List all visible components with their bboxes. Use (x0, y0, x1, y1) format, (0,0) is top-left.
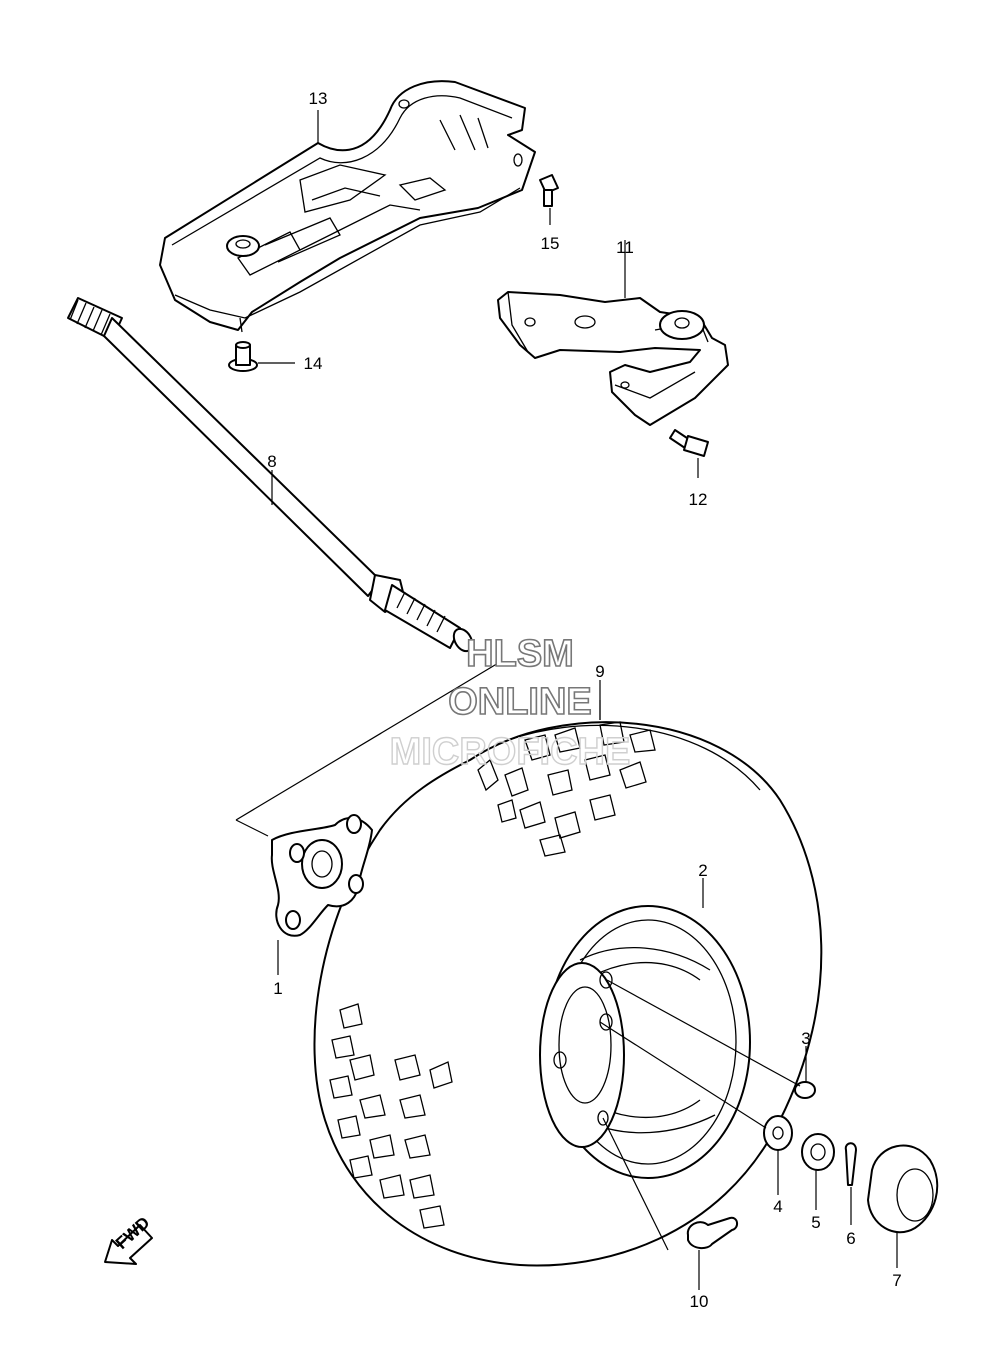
callout-8: 8 (267, 452, 276, 471)
washer-4 (599, 1021, 793, 1195)
valve-10 (602, 1117, 738, 1290)
fwd-arrow: FWD (104, 1213, 153, 1265)
callout-2: 2 (698, 861, 707, 880)
callout-4: 4 (773, 1197, 782, 1216)
bracket-11 (497, 240, 729, 426)
watermark: HLSM ONLINE MICROFICHE (389, 632, 631, 774)
nut-3 (606, 979, 816, 1099)
callout-7: 7 (892, 1271, 901, 1290)
bolt-15 (539, 174, 559, 225)
axle-shaft-8 (67, 297, 474, 653)
callout-13: 13 (309, 89, 328, 108)
watermark-line-2: ONLINE (448, 681, 592, 723)
callout-9: 9 (595, 662, 604, 681)
callout-1: 1 (273, 979, 282, 998)
callout-10: 10 (690, 1292, 709, 1311)
callout-11: 11 (616, 238, 634, 257)
bolt-14 (228, 341, 295, 372)
watermark-line-1: HLSM (466, 633, 574, 675)
callout-3: 3 (801, 1029, 810, 1048)
callouts: 1 2 3 4 5 6 7 8 9 10 11 12 13 14 15 (267, 89, 901, 1311)
hub-1 (270, 814, 373, 975)
castle-nut-5 (801, 1133, 835, 1210)
callout-6: 6 (846, 1229, 855, 1248)
callout-12: 12 (689, 490, 708, 509)
bolt-12 (669, 429, 709, 478)
wheel-rim-2 (539, 878, 751, 1179)
callout-14: 14 (304, 354, 323, 373)
cotter-pin-6 (844, 1142, 857, 1225)
watermark-line-3: MICROFICHE (390, 731, 631, 773)
skid-plate-13 (159, 80, 536, 333)
callout-15: 15 (541, 234, 560, 253)
cap-7 (867, 1144, 939, 1268)
callout-5: 5 (811, 1213, 820, 1232)
